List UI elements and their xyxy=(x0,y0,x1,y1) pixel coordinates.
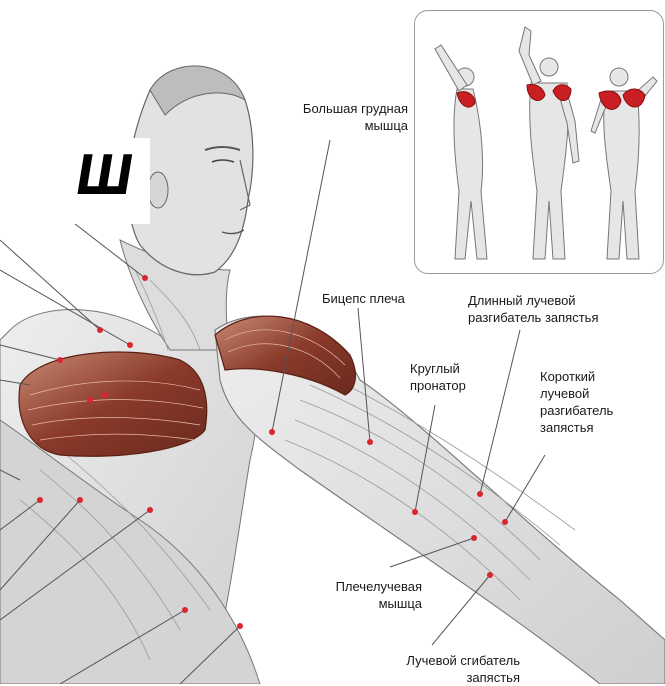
label-pectoralis-major: Большая грудная мышца xyxy=(258,100,408,134)
marker-ext-longus xyxy=(477,491,483,497)
inset-figure-side xyxy=(435,45,487,259)
marker-brachioradialis xyxy=(471,535,477,541)
marker-left-7 xyxy=(77,497,83,503)
pectoralis-major xyxy=(19,352,207,456)
inset-figure-front xyxy=(519,27,579,259)
marker-left-3 xyxy=(57,357,63,363)
logo-box: Ш xyxy=(60,138,150,224)
marker-ext-brevis xyxy=(502,519,508,525)
label-brachioradialis: Плечелучевая мышца xyxy=(300,578,422,612)
leader-flexor xyxy=(432,575,490,645)
marker-left-10 xyxy=(237,623,243,629)
leader-ext-longus xyxy=(480,330,520,494)
marker-pectoralis xyxy=(269,429,275,435)
label-ext-carpi-radialis-longus: Длинный лучевой разгибатель запястья xyxy=(468,292,598,326)
marker-pronator xyxy=(412,509,418,515)
label-flexor-carpi-radialis: Лучевой сгибатель запястья xyxy=(380,652,520,686)
leader-ext-brevis xyxy=(505,455,545,522)
inset-figure-back xyxy=(591,68,657,259)
logo: Ш xyxy=(77,144,129,207)
marker-left-1 xyxy=(97,327,103,333)
label-pronator-teres: Круглый пронатор xyxy=(410,360,466,394)
inset-figures xyxy=(415,11,663,273)
marker-left-6 xyxy=(37,497,43,503)
marker-left-8 xyxy=(147,507,153,513)
marker-left-9 xyxy=(182,607,188,613)
label-biceps: Бицепс плеча xyxy=(322,290,405,307)
marker-biceps xyxy=(367,439,373,445)
label-ext-carpi-radialis-brevis: Короткий лучевой разгибатель запястья xyxy=(540,368,613,436)
ear xyxy=(148,172,168,208)
marker-neck xyxy=(142,275,148,281)
marker-flexor xyxy=(487,572,493,578)
marker-left-2 xyxy=(127,342,133,348)
marker-left-4 xyxy=(87,397,93,403)
inset-panel xyxy=(414,10,664,274)
marker-left-5 xyxy=(102,392,108,398)
